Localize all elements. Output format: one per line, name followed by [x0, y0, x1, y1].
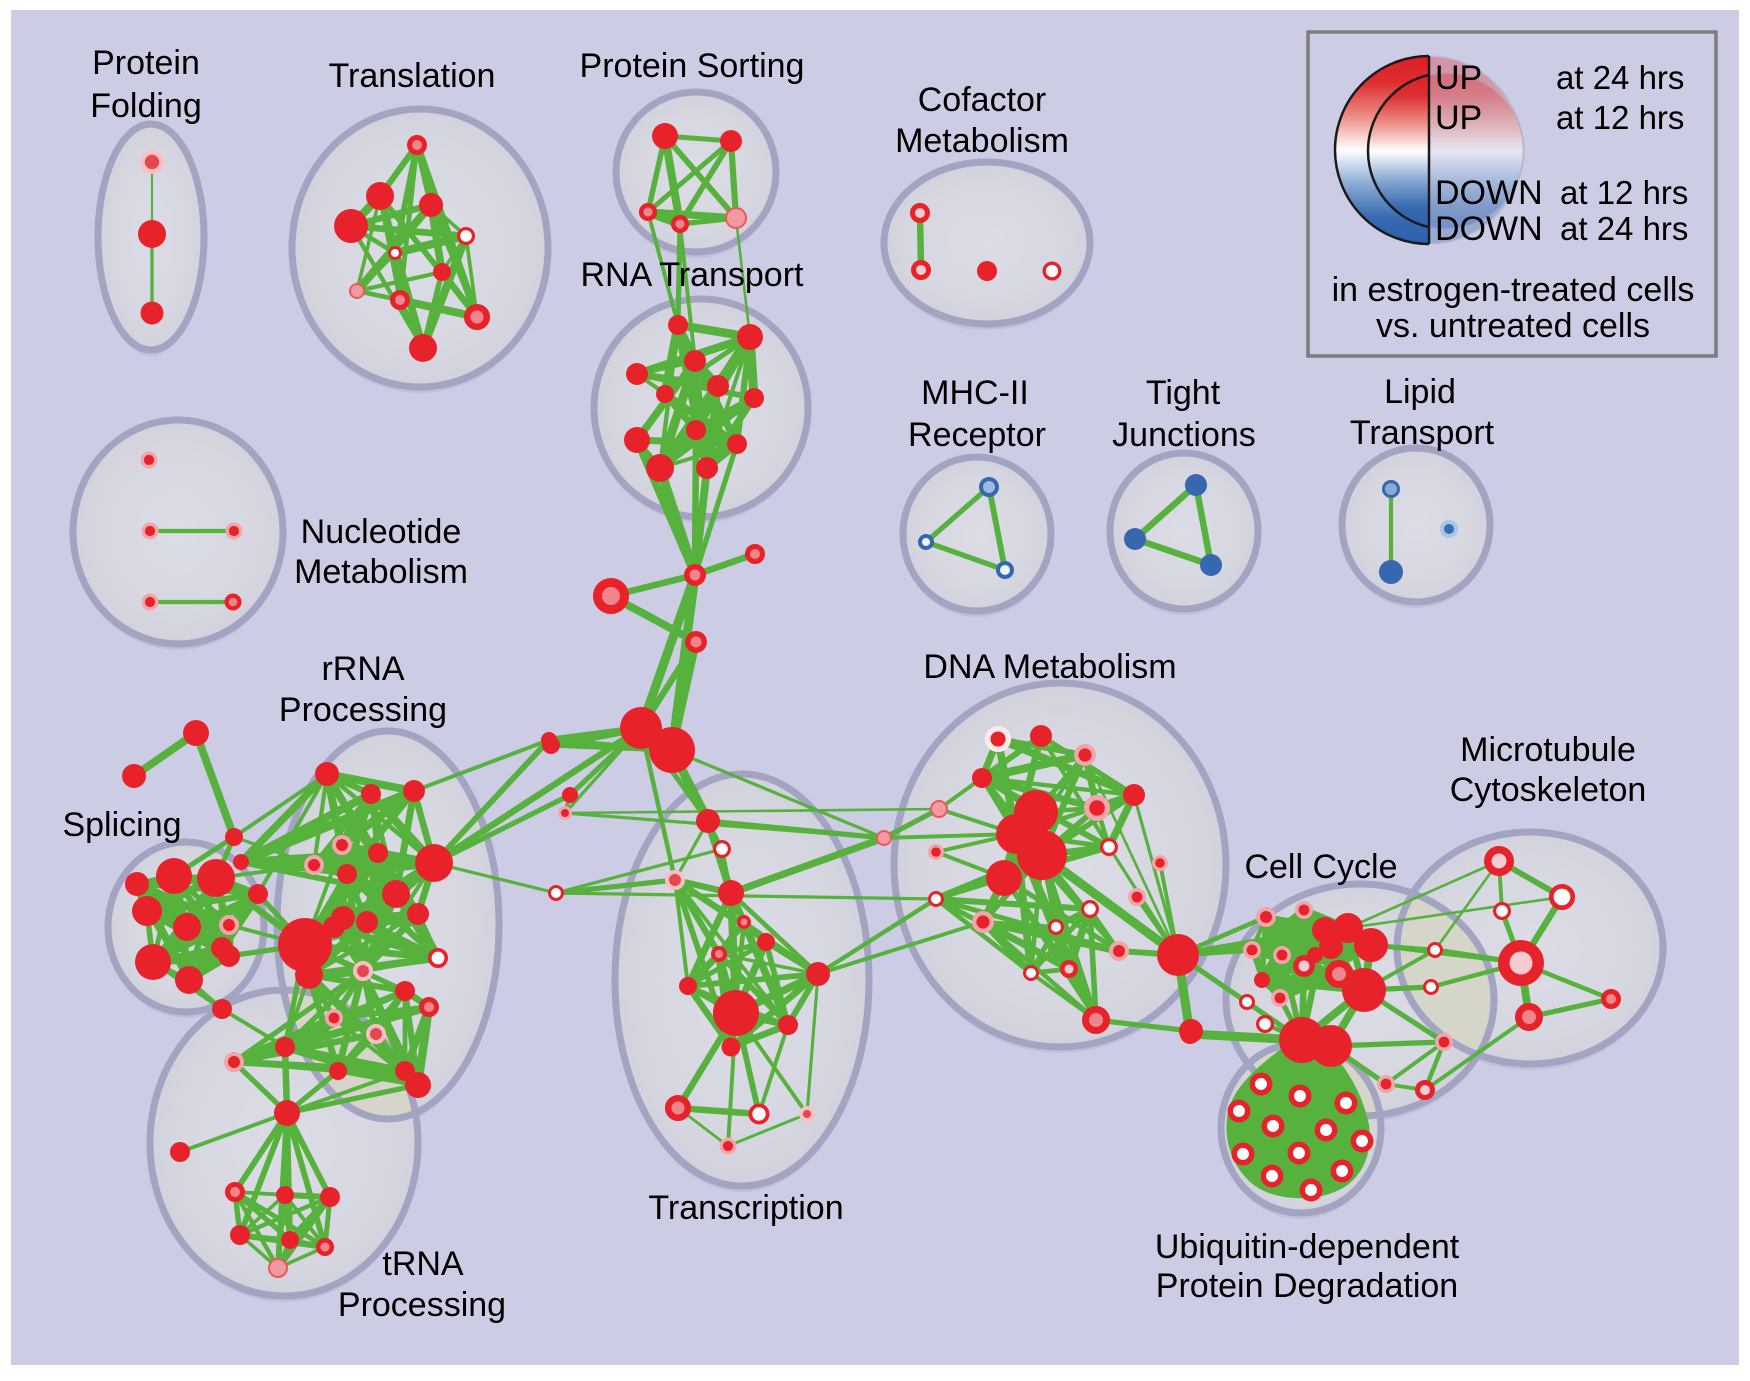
svg-text:at 12 hrs: at 12 hrs [1556, 99, 1684, 136]
svg-text:vs. untreated cells: vs. untreated cells [1376, 307, 1650, 345]
svg-text:Processing: Processing [338, 1286, 506, 1324]
svg-text:Protein Sorting: Protein Sorting [580, 47, 805, 85]
svg-text:UP: UP [1435, 59, 1482, 97]
svg-text:RNA Transport: RNA Transport [581, 256, 805, 294]
svg-text:Nucleotide: Nucleotide [301, 513, 462, 551]
svg-text:in estrogen-treated cells: in estrogen-treated cells [1332, 271, 1695, 309]
svg-text:at 24 hrs: at 24 hrs [1560, 210, 1688, 247]
svg-text:UP: UP [1435, 99, 1482, 137]
svg-text:DOWN: DOWN [1435, 174, 1543, 212]
svg-text:at 24 hrs: at 24 hrs [1556, 59, 1684, 96]
svg-text:Transcription: Transcription [648, 1189, 843, 1227]
svg-text:Folding: Folding [90, 87, 202, 125]
svg-text:Splicing: Splicing [62, 806, 181, 844]
svg-text:Microtubule: Microtubule [1460, 731, 1636, 769]
svg-text:Translation: Translation [329, 57, 496, 95]
svg-text:Cofactor: Cofactor [918, 81, 1047, 119]
svg-text:MHC-II: MHC-II [921, 374, 1029, 412]
svg-text:Receptor: Receptor [908, 416, 1046, 454]
svg-text:Cell Cycle: Cell Cycle [1244, 848, 1397, 886]
svg-text:Metabolism: Metabolism [294, 553, 468, 591]
svg-text:Cytoskeleton: Cytoskeleton [1450, 771, 1647, 809]
svg-text:Protein: Protein [92, 44, 200, 82]
svg-text:DOWN: DOWN [1435, 210, 1543, 248]
svg-text:Lipid: Lipid [1384, 373, 1456, 411]
svg-text:at 12 hrs: at 12 hrs [1560, 174, 1688, 211]
svg-text:Transport: Transport [1350, 414, 1495, 452]
svg-text:rRNA: rRNA [321, 650, 404, 688]
svg-text:Metabolism: Metabolism [895, 122, 1069, 160]
svg-text:Tight: Tight [1146, 374, 1221, 412]
svg-text:Junctions: Junctions [1112, 416, 1256, 454]
svg-text:Protein Degradation: Protein Degradation [1156, 1267, 1458, 1305]
svg-text:tRNA: tRNA [382, 1245, 464, 1283]
svg-text:DNA Metabolism: DNA Metabolism [923, 648, 1176, 686]
svg-text:Processing: Processing [279, 691, 447, 729]
svg-text:Ubiquitin-dependent: Ubiquitin-dependent [1155, 1228, 1460, 1266]
